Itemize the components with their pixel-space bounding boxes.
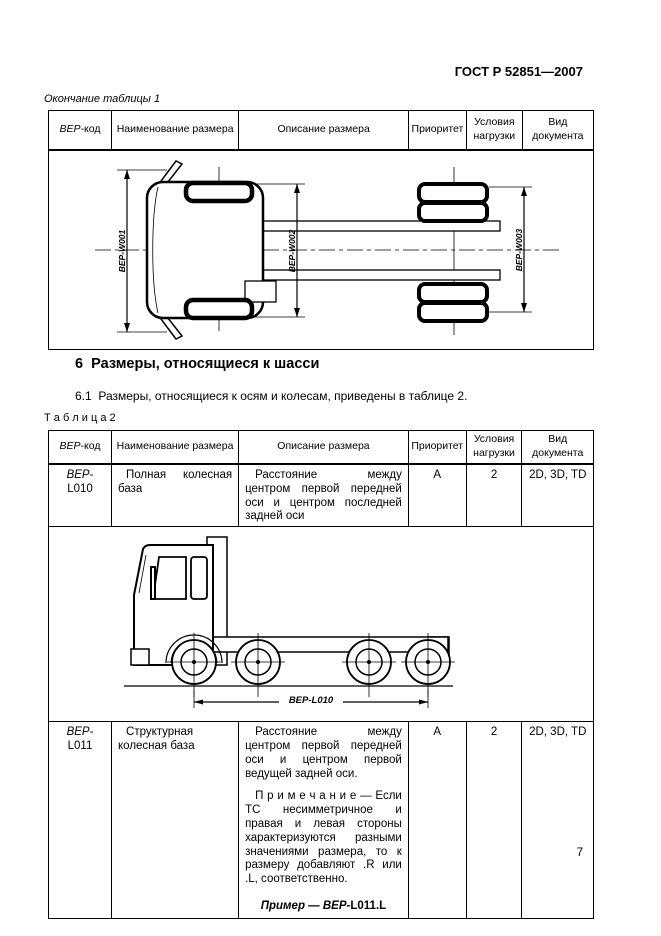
col-header-priority: Приоритет [407,430,467,465]
cell-document-type: 2D, 3D, TD [521,463,594,528]
dimension-description: Расстояние между центром первой передней… [245,726,402,780]
dimension-w003: BEP-W003 [489,186,532,313]
dimension-name: Полная колесная база [118,469,233,495]
bep-code-prefix: BEP [59,123,81,136]
section-paragraph: 6.1 Размеры, относящиеся к осям и колеса… [75,389,468,403]
dimension-w001: BEP-W001 [117,169,167,333]
truck-cab-side-view [130,544,223,667]
section-heading: 6 Размеры, относящиеся к шасси [75,356,320,372]
bep-code-prefix: BEP [59,440,81,453]
frame-rails-top-view [262,220,501,281]
cell-priority: А [407,721,467,919]
front-wheels-top-view [183,180,255,321]
door-window [190,556,208,601]
cell-load-conditions: 2 [465,721,523,919]
table1-drawing-row: BEP-W001 BEP-W002 [48,149,594,350]
dim-label-w001: BEP-W001 [117,229,127,272]
table-row-bep-l010: BEP-L010 Полная колесная база Расстояние… [47,463,594,528]
wheels-side-view [167,633,455,698]
cell-load-conditions: 2 [465,463,523,528]
windshield-window [151,556,187,601]
page-number: 7 [576,847,583,859]
table2-drawing-row: BEP-L010 [48,526,594,723]
example-code-prefix: BEP [322,899,347,912]
col-header-priority: Приоритет [408,110,467,151]
code-suffix: -L010 [67,469,94,495]
code-prefix: BEP [66,469,90,481]
col-header-document-type: Вид документа [521,110,595,151]
rear-dual-wheels-top-view [417,182,489,323]
dimension-l010: BEP-L010 [193,689,429,709]
col-header-name: Наименование размера [111,110,240,151]
table2-caption: Т а б л и ц а 2 [44,412,116,424]
frame-bracket [244,280,277,303]
col-header-document-type: Вид документа [521,430,594,465]
table1: BEP-код Наименование размера Описание ра… [47,110,595,350]
example-label: Пример — [260,899,323,912]
col-header-description: Описание размера [238,430,409,465]
cell-name: Структурная колесная база [111,721,240,919]
cell-document-type: 2D, 3D, TD [521,721,594,919]
dim-label-l010: BEP-L010 [289,695,334,706]
col-header-load-conditions: Условия нагрузки [465,430,523,465]
bumper [130,648,150,666]
bep-code-suffix: -код [80,123,101,136]
col-header-load-conditions: Условия нагрузки [465,110,523,151]
truck-side-view-drawing: BEP-L010 [124,536,455,709]
cell-code: BEP-L011 [47,721,113,919]
col-header-name: Наименование размера [111,430,240,465]
bep-code-suffix: -код [80,440,101,453]
example-line: Пример — BEP-L011.L [245,900,402,914]
dim-label-w002: BEP-W002 [287,229,297,272]
note-paragraph: П р и м е ч а н и е — Если ТС несимметри… [245,790,402,886]
col-header-bep-code: BEP-код [47,430,113,465]
dimension-w002: BEP-W002 [255,183,305,318]
cell-code: BEP-L010 [47,463,113,528]
col-header-bep-code: BEP-код [47,110,113,151]
table1-continuation-caption: Окончание таблицы 1 [44,93,161,105]
truck-top-view-drawing-cell: BEP-W001 BEP-W002 [48,149,594,350]
truck-side-view-drawing-cell: BEP-L010 [48,526,594,723]
cell-description: Расстояние между центром первой передней… [238,463,409,528]
cell-priority: А [407,463,467,528]
cell-description: Расстояние между центром первой передней… [238,721,409,919]
table1-header-row: BEP-код Наименование размера Описание ра… [47,110,595,151]
dimension-name: Структурная колесная база [118,726,195,752]
truck-top-view-drawing: BEP-W001 BEP-W002 [95,160,560,340]
example-code-suffix: -L011.L [346,899,387,912]
code-prefix: BEP [66,726,90,739]
table2-header-row: BEP-код Наименование размера Описание ра… [47,430,594,465]
dim-label-w003: BEP-W003 [514,228,524,271]
dimension-description: Расстояние между центром первой передней… [245,469,402,523]
col-header-description: Описание размера [238,110,410,151]
standard-number: ГОСТ Р 52851—2007 [454,64,583,79]
table2: BEP-код Наименование размера Описание ра… [47,430,594,919]
code-suffix: -L011 [67,726,94,752]
cell-name: Полная колесная база [111,463,240,528]
table-row-bep-l011: BEP-L011 Структурная колесная база Расст… [47,721,594,919]
mirror-arm [150,566,156,601]
